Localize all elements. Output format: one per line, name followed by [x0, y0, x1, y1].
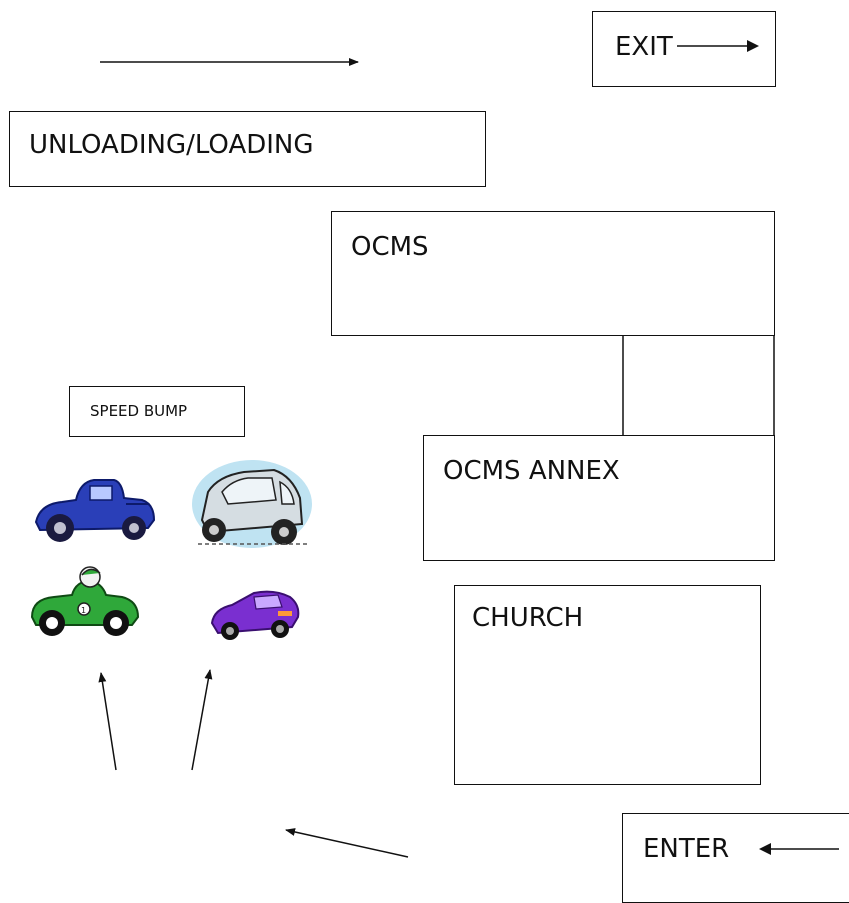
svg-text:1: 1 — [81, 606, 86, 615]
exit-arrow — [677, 40, 759, 52]
purple-sports-car-icon — [210, 590, 300, 640]
unloading-loading-box: UNLOADING/LOADING — [9, 111, 486, 187]
enter-box: ENTER — [622, 813, 849, 903]
speed-bump-label: SPEED BUMP — [90, 402, 188, 420]
up-arrow-right — [191, 669, 213, 771]
enter-arrow — [759, 843, 839, 855]
bottom-left-arrow — [285, 828, 409, 858]
exit-label: EXIT — [615, 32, 673, 62]
green-race-car-icon: 1 — [30, 566, 140, 636]
ocms-label: OCMS — [351, 232, 429, 262]
blue-hot-rod-car-icon — [34, 479, 156, 542]
ocms-building: OCMS — [331, 211, 775, 336]
ocms-connector-block — [622, 334, 775, 438]
ocms-annex-building: OCMS ANNEX — [423, 435, 775, 561]
exit-box: EXIT — [592, 11, 776, 87]
church-label: CHURCH — [472, 603, 584, 633]
speed-bump-box: SPEED BUMP — [69, 386, 245, 437]
up-arrow-left — [98, 672, 117, 771]
enter-label: ENTER — [643, 834, 730, 864]
unloading-loading-label: UNLOADING/LOADING — [29, 130, 314, 160]
church-building: CHURCH — [454, 585, 761, 785]
ocms-annex-label: OCMS ANNEX — [443, 456, 620, 486]
gray-sedan-car-icon — [192, 460, 312, 548]
